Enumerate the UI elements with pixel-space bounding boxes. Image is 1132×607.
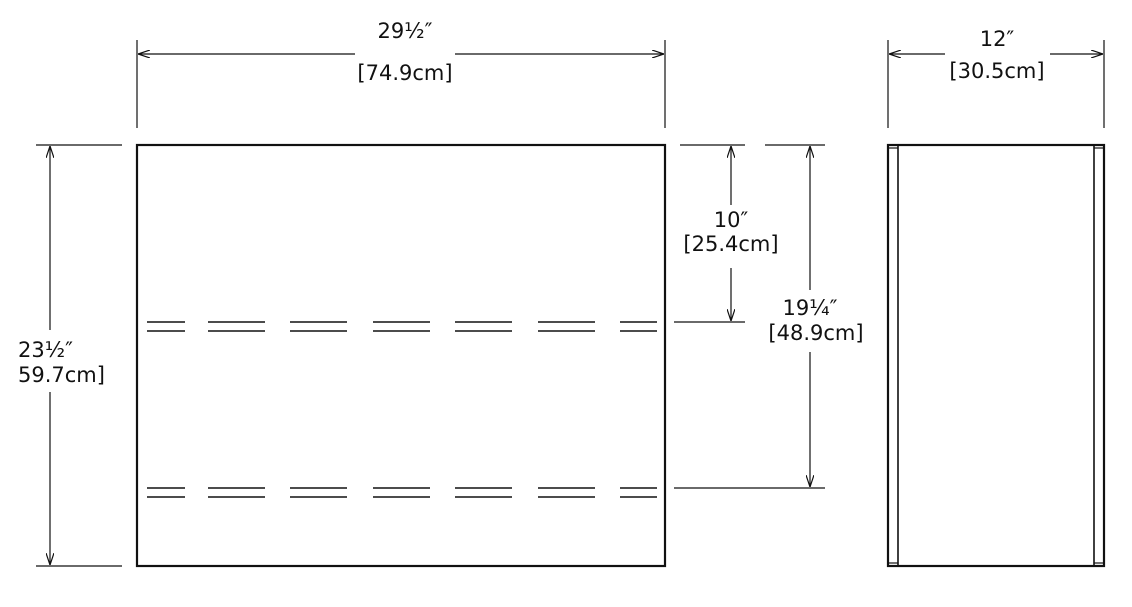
- lower-shelf-hidden-line: [147, 487, 657, 498]
- depth-metric-label: [30.5cm]: [949, 59, 1044, 83]
- upper-shelf-dimension: 10″ [25.4cm]: [674, 144, 779, 323]
- upper-shelf-metric-label: [25.4cm]: [683, 232, 778, 256]
- width-metric-label: [74.9cm]: [357, 61, 452, 85]
- depth-imperial-label: 12″: [980, 27, 1015, 51]
- front-view-outline: [135, 143, 667, 568]
- side-view-outline: [886, 143, 1106, 568]
- upper-shelf-hidden-line: [147, 321, 657, 332]
- height-imperial-label: 23½″: [18, 338, 73, 362]
- upper-shelf-imperial-label: 10″: [714, 208, 749, 232]
- lower-shelf-imperial-label: 19¼″: [783, 296, 838, 320]
- depth-dimension: 12″ [30.5cm]: [887, 27, 1105, 128]
- width-imperial-label: 29½″: [378, 19, 433, 43]
- width-dimension: 29½″ [74.9cm]: [136, 19, 666, 128]
- lower-shelf-metric-label: [48.9cm]: [768, 321, 863, 345]
- lower-shelf-dimension: 19¼″ [48.9cm]: [674, 144, 864, 489]
- height-dimension: 23½″ 59.7cm]: [18, 144, 122, 567]
- height-metric-label: 59.7cm]: [18, 363, 105, 387]
